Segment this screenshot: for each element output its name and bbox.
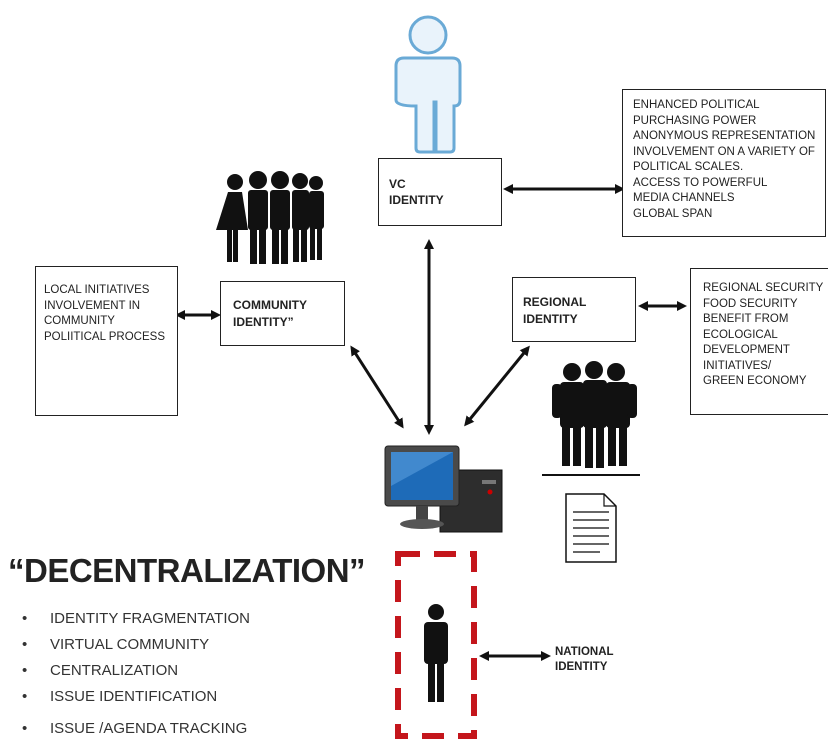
bullet-text: ISSUE IDENTIFICATION — [50, 688, 218, 705]
bullet-text: VIRTUAL COMMUNITY — [50, 636, 210, 653]
community-identity-box: COMMUNITY IDENTITY” — [220, 281, 345, 346]
regional-benefits-text: REGIONAL SECURITY FOOD SECURITY BENEFIT … — [703, 282, 824, 387]
community-benefits-box: LOCAL INITIATIVES INVOLVEMENT IN COMMUNI… — [35, 266, 178, 416]
community-identity-line1: COMMUNITY — [233, 298, 307, 312]
list-item: •VIRTUAL COMMUNITY — [22, 636, 210, 653]
person-outline-icon — [394, 15, 462, 154]
document-icon — [565, 493, 617, 563]
bullet-text: ISSUE /AGENDA TRACKING — [50, 720, 248, 737]
list-item: •ISSUE IDENTIFICATION — [22, 688, 218, 705]
arrow-regional-computer — [464, 345, 530, 427]
vc-benefits-text: ENHANCED POLITICAL PURCHASING POWER ANON… — [633, 99, 816, 220]
person-icon — [424, 604, 448, 702]
vc-identity-line2: IDENTITY — [389, 193, 444, 207]
community-identity-line2: IDENTITY” — [233, 315, 294, 329]
arrow-community-computer — [350, 345, 404, 429]
list-item: •ISSUE /AGENDA TRACKING — [22, 720, 248, 737]
national-identity-line2: IDENTITY — [555, 661, 608, 673]
group-icon — [216, 171, 324, 264]
bullet-list: •IDENTITY FRAGMENTATION •VIRTUAL COMMUNI… — [22, 610, 250, 746]
regional-identity-line1: REGIONAL — [523, 295, 587, 309]
regional-identity-line2: IDENTITY — [523, 312, 578, 326]
national-frame — [395, 551, 477, 739]
list-item: •CENTRALIZATION — [22, 662, 179, 679]
community-benefits-text: LOCAL INITIATIVES INVOLVEMENT IN COMMUNI… — [44, 284, 165, 343]
regional-benefits-box: REGIONAL SECURITY FOOD SECURITY BENEFIT … — [690, 268, 828, 415]
vc-identity-box: VC IDENTITY — [378, 158, 502, 226]
group-icon — [552, 361, 637, 468]
bullet-text: IDENTITY FRAGMENTATION — [50, 610, 251, 627]
regional-identity-box: REGIONAL IDENTITY — [512, 277, 636, 342]
list-item: •IDENTITY FRAGMENTATION — [22, 610, 251, 627]
bullet-text: CENTRALIZATION — [50, 662, 179, 679]
decentralization-heading: “DECENTRALIZATION” — [8, 552, 366, 589]
computer-icon — [384, 445, 503, 533]
vc-benefits-box: ENHANCED POLITICAL PURCHASING POWER ANON… — [622, 89, 826, 237]
national-identity-line1: NATIONAL — [555, 646, 614, 658]
vc-identity-line1: VC — [389, 177, 406, 191]
